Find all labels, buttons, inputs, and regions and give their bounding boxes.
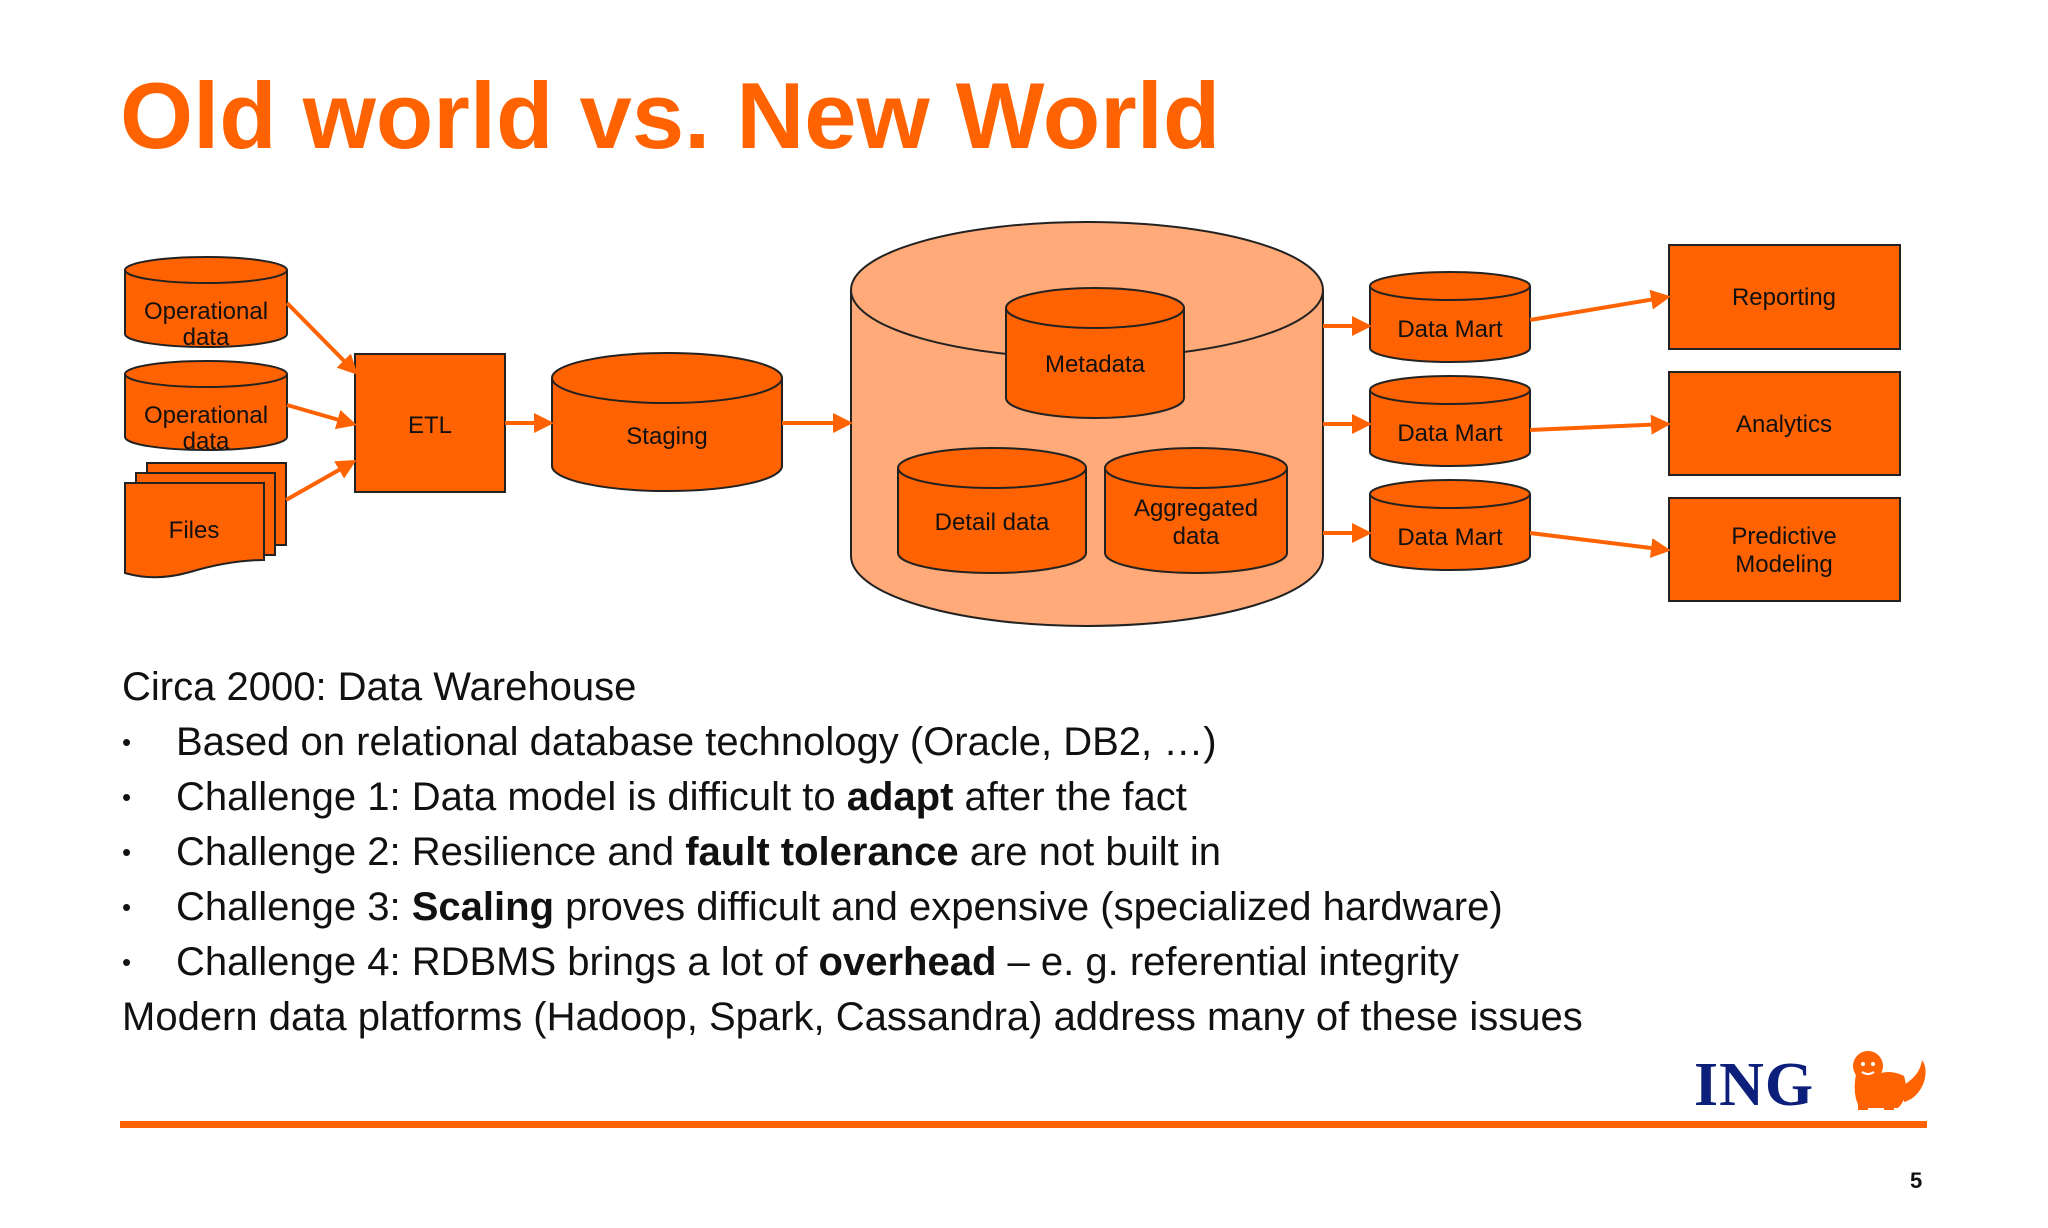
slide-body-text: Circa 2000: Data Warehouse •Based on rel… xyxy=(122,660,1583,1045)
reporting-label: Reporting xyxy=(1732,284,1836,311)
page-number: 5 xyxy=(1910,1168,1923,1193)
etl-box: ETL xyxy=(354,353,506,493)
metadata-cylinder: Metadata xyxy=(1005,287,1185,419)
bullet-item: •Challenge 4: RDBMS brings a lot of over… xyxy=(122,940,1459,984)
data-mart-cylinder-3: Data Mart xyxy=(1369,479,1531,571)
files-stack: Files xyxy=(124,462,287,579)
bullet-item: •Challenge 2: Resilience and fault toler… xyxy=(122,830,1222,874)
arrow-mart-3-to-predictive xyxy=(1529,531,1671,558)
analytics-box: Analytics xyxy=(1668,371,1901,476)
ing-lion-icon xyxy=(1853,1051,1926,1110)
metadata-label: Metadata xyxy=(1045,351,1146,378)
reporting-box: Reporting xyxy=(1668,244,1901,350)
data-mart-label-2: Data Mart xyxy=(1397,420,1503,447)
arrow-files-to-etl xyxy=(285,460,357,502)
data-mart-cylinder-2: Data Mart xyxy=(1369,375,1531,467)
bullet-item: •Based on relational database technology… xyxy=(122,720,1217,764)
footer-statement: Modern data platforms (Hadoop, Spark, Ca… xyxy=(122,995,1583,1039)
staging-label: Staging xyxy=(626,423,707,450)
data-mart-label-1: Data Mart xyxy=(1397,316,1503,343)
data-mart-cylinder-1: Data Mart xyxy=(1369,271,1531,363)
etl-label: ETL xyxy=(408,412,452,439)
analytics-label: Analytics xyxy=(1736,411,1832,438)
ing-logo-text: ING xyxy=(1694,1051,1815,1119)
arrow-op2-to-etl xyxy=(286,403,357,430)
files-label: Files xyxy=(169,517,220,544)
bullet-item: •Challenge 3: Scaling proves difficult a… xyxy=(122,885,1503,929)
data-mart-label-3: Data Mart xyxy=(1397,524,1503,551)
bullet-item: •Challenge 1: Data model is difficult to… xyxy=(122,775,1187,819)
arrow-mart-2-to-analytics xyxy=(1529,414,1671,435)
footer-divider xyxy=(120,1121,1927,1128)
section-heading: Circa 2000: Data Warehouse xyxy=(122,665,637,709)
detail-data-label: Detail data xyxy=(935,509,1050,536)
arrow-op1-to-etl xyxy=(285,301,358,375)
detail-data-cylinder: Detail data xyxy=(897,447,1087,574)
slide-title: Old world vs. New World xyxy=(120,63,1221,168)
arrow-mart-1-to-reporting xyxy=(1529,289,1671,322)
staging-cylinder: Staging xyxy=(551,352,783,492)
